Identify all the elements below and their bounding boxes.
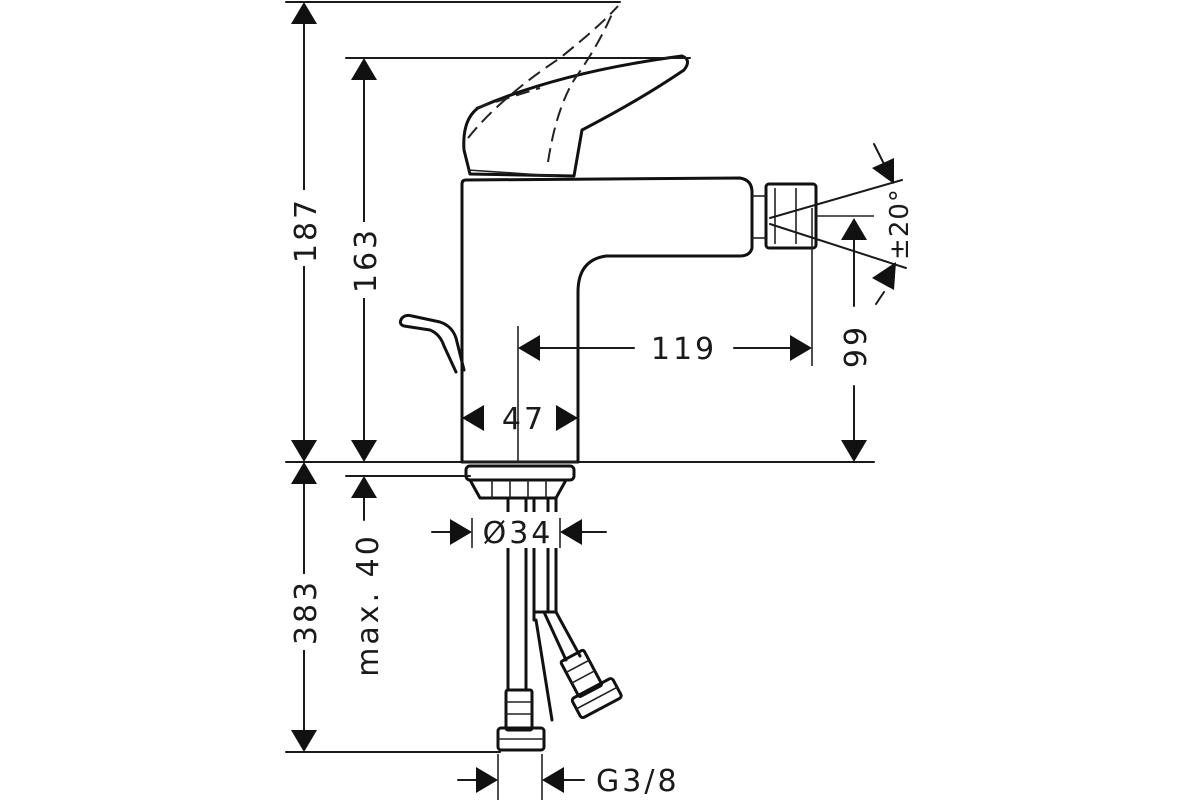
faucet-body <box>460 176 818 464</box>
dim-swivel-angle: ±20° <box>885 188 915 260</box>
dim-diameter-34: Ø34 <box>431 512 607 551</box>
dim-max-thickness: max. 40 <box>351 533 386 677</box>
pop-up-rod <box>398 313 466 374</box>
dim-angle-20: ±20° <box>872 143 915 305</box>
dim-total-height: 187 <box>289 197 324 263</box>
extension-lines <box>285 1 907 800</box>
dim-187: 187 <box>288 2 324 462</box>
dim-163: 163 <box>348 58 384 462</box>
dim-hole-diameter: Ø34 <box>483 516 554 551</box>
dim-under-counter: 383 <box>289 579 324 645</box>
dim-spout-outlet-height: 99 <box>839 324 874 368</box>
dim-g38: G3/8 <box>457 764 680 799</box>
lever-handle <box>462 5 689 178</box>
dim-99: 99 <box>839 218 874 462</box>
dim-max-40: max. 40 <box>351 476 386 677</box>
dim-383: 383 <box>288 462 324 752</box>
mounting-hoses <box>464 464 623 752</box>
dim-spout-reach: 119 <box>651 332 717 367</box>
dim-thread: G3/8 <box>596 764 680 799</box>
dim-119: 119 <box>518 332 812 367</box>
dim-body-width: 47 <box>502 402 546 437</box>
dim-spout-height: 163 <box>349 227 384 293</box>
dim-47: 47 <box>462 402 578 437</box>
